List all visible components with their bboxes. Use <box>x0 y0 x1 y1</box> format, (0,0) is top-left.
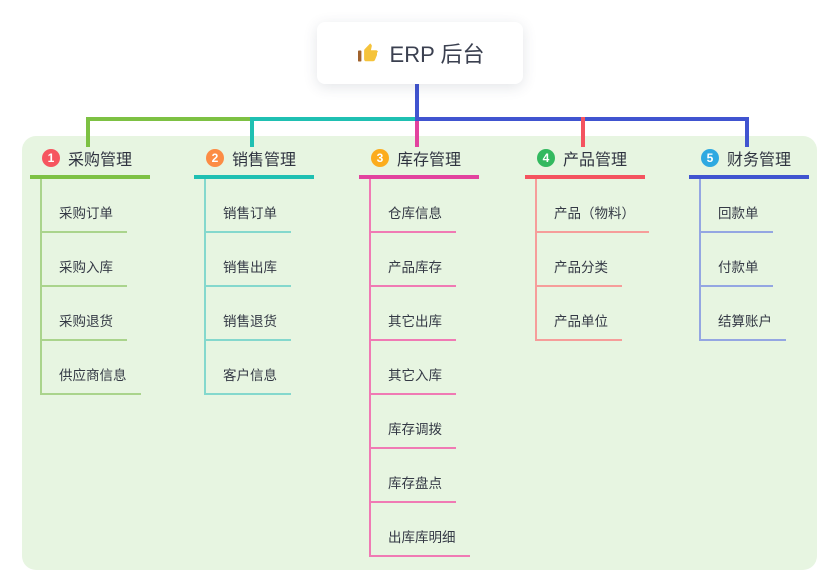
mindmap-node[interactable]: 销售退货 <box>206 287 291 341</box>
mindmap-node[interactable]: 其它出库 <box>371 287 456 341</box>
branch-drop-connector-4 <box>581 117 585 147</box>
mindmap-node[interactable]: 回款单 <box>701 179 773 233</box>
mindmap-node[interactable]: 库存盘点 <box>371 449 456 503</box>
mindmap-node[interactable]: 产品单位 <box>537 287 622 341</box>
branch-children: 回款单付款单结算账户 <box>699 179 809 341</box>
branch-column-2: 2 销售管理销售订单销售出库销售退货客户信息 <box>194 146 314 395</box>
mindmap-node[interactable]: 采购入库 <box>42 233 127 287</box>
thumbs-up-icon <box>356 41 380 65</box>
connector-segment-teal <box>252 117 415 121</box>
branch-title: 采购管理 <box>68 152 133 169</box>
mindmap-node[interactable]: 出库库明细 <box>371 503 470 557</box>
mindmap-node[interactable]: 仓库信息 <box>371 179 456 233</box>
branch-drop-connector-2 <box>250 117 254 147</box>
branch-header-3[interactable]: 3 库存管理 <box>359 146 479 179</box>
mindmap-node[interactable]: 其它入库 <box>371 341 456 395</box>
mindmap-node[interactable]: 供应商信息 <box>42 341 141 395</box>
root-label: ERP 后台 <box>389 42 485 67</box>
branch-column-4: 4 产品管理产品（物料）产品分类产品单位 <box>525 146 649 341</box>
mindmap-node[interactable]: 付款单 <box>701 233 773 287</box>
mindmap-node[interactable]: 产品库存 <box>371 233 456 287</box>
mindmap-node[interactable]: 产品（物料） <box>537 179 649 233</box>
mindmap-node[interactable]: 结算账户 <box>701 287 786 341</box>
branch-children: 产品（物料）产品分类产品单位 <box>535 179 649 341</box>
mindmap-node[interactable]: 销售出库 <box>206 233 291 287</box>
mindmap-node[interactable]: 客户信息 <box>206 341 291 395</box>
branch-column-3: 3 库存管理仓库信息产品库存其它出库其它入库库存调拨库存盘点出库库明细 <box>359 146 479 557</box>
branch-number-badge: 4 <box>537 149 555 167</box>
branch-number-badge: 2 <box>206 149 224 167</box>
branch-header-4[interactable]: 4 产品管理 <box>525 146 645 179</box>
branch-number-badge: 3 <box>371 149 389 167</box>
branch-children: 采购订单采购入库采购退货供应商信息 <box>40 179 150 395</box>
connector-segment-green <box>86 117 252 121</box>
branch-title: 财务管理 <box>727 152 792 169</box>
branch-column-1: 1 采购管理采购订单采购入库采购退货供应商信息 <box>30 146 150 395</box>
branch-title: 销售管理 <box>232 152 297 169</box>
mindmap-node[interactable]: 产品分类 <box>537 233 622 287</box>
mindmap-node[interactable]: 销售订单 <box>206 179 291 233</box>
mindmap-node[interactable]: 采购退货 <box>42 287 127 341</box>
branch-children: 销售订单销售出库销售退货客户信息 <box>204 179 314 395</box>
branch-number-badge: 1 <box>42 149 60 167</box>
branch-column-5: 5 财务管理回款单付款单结算账户 <box>689 146 809 341</box>
branch-title: 产品管理 <box>563 152 628 169</box>
mindmap-node[interactable]: 采购订单 <box>42 179 127 233</box>
branch-title: 库存管理 <box>397 152 462 169</box>
branches-panel <box>22 136 817 570</box>
branch-header-2[interactable]: 2 销售管理 <box>194 146 314 179</box>
mindmap-node[interactable]: 库存调拨 <box>371 395 456 449</box>
branch-children: 仓库信息产品库存其它出库其它入库库存调拨库存盘点出库库明细 <box>369 179 479 557</box>
branch-header-1[interactable]: 1 采购管理 <box>30 146 150 179</box>
root-stem-connector <box>415 84 419 117</box>
branch-header-5[interactable]: 5 财务管理 <box>689 146 809 179</box>
branch-drop-connector-5 <box>745 117 749 147</box>
branch-number-badge: 5 <box>701 149 719 167</box>
branch-drop-connector-3 <box>415 121 419 147</box>
branch-drop-connector-1 <box>86 117 90 147</box>
root-node[interactable]: ERP 后台 <box>317 22 523 84</box>
